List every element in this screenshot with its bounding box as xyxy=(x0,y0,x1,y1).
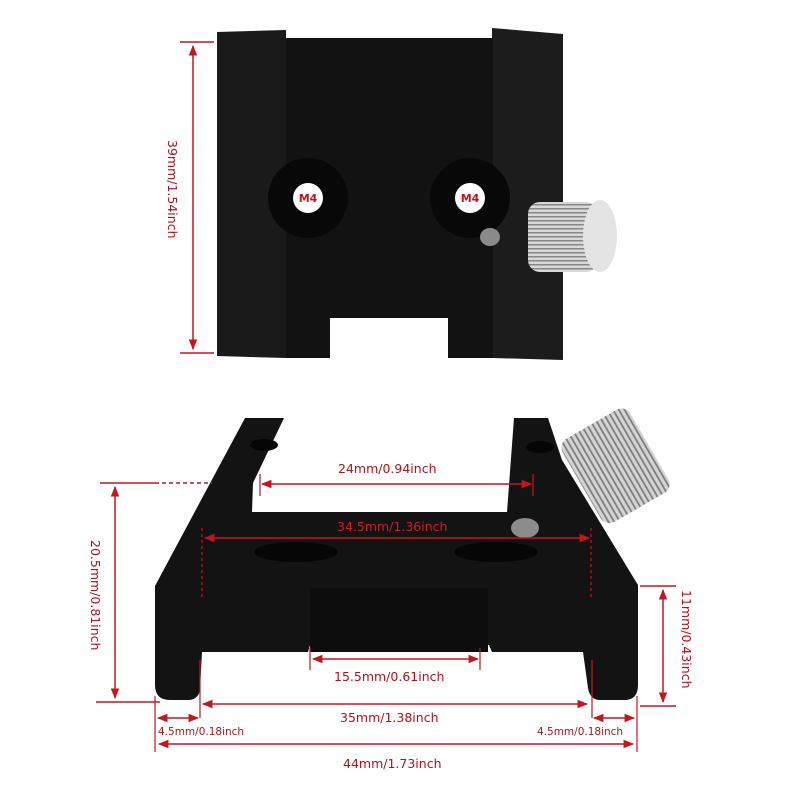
dim-foot-right-4-5mm: 4.5mm/0.18inch xyxy=(537,726,624,738)
top-view xyxy=(180,28,617,360)
hole-label-right: M4 xyxy=(455,183,485,213)
dim-inner-24mm: 24mm/0.94inch xyxy=(338,461,437,476)
dim-base-34-5mm: 34.5mm/1.36inch xyxy=(337,519,448,534)
front-view xyxy=(96,408,676,752)
dim-height-11mm: 11mm/0.43inch xyxy=(679,590,694,689)
dim-height-39mm: 39mm/1.54inch xyxy=(165,140,180,239)
dim-slot-15-5mm: 15.5mm/0.61inch xyxy=(334,669,445,684)
dim-overall-44mm: 44mm/1.73inch xyxy=(343,756,442,771)
dim-height-20-5mm: 20.5mm/0.81inch xyxy=(88,540,103,651)
dim-span-35mm: 35mm/1.38inch xyxy=(340,710,439,725)
dim-foot-left-4-5mm: 4.5mm/0.18inch xyxy=(158,726,245,738)
hole-label-left: M4 xyxy=(293,183,323,213)
